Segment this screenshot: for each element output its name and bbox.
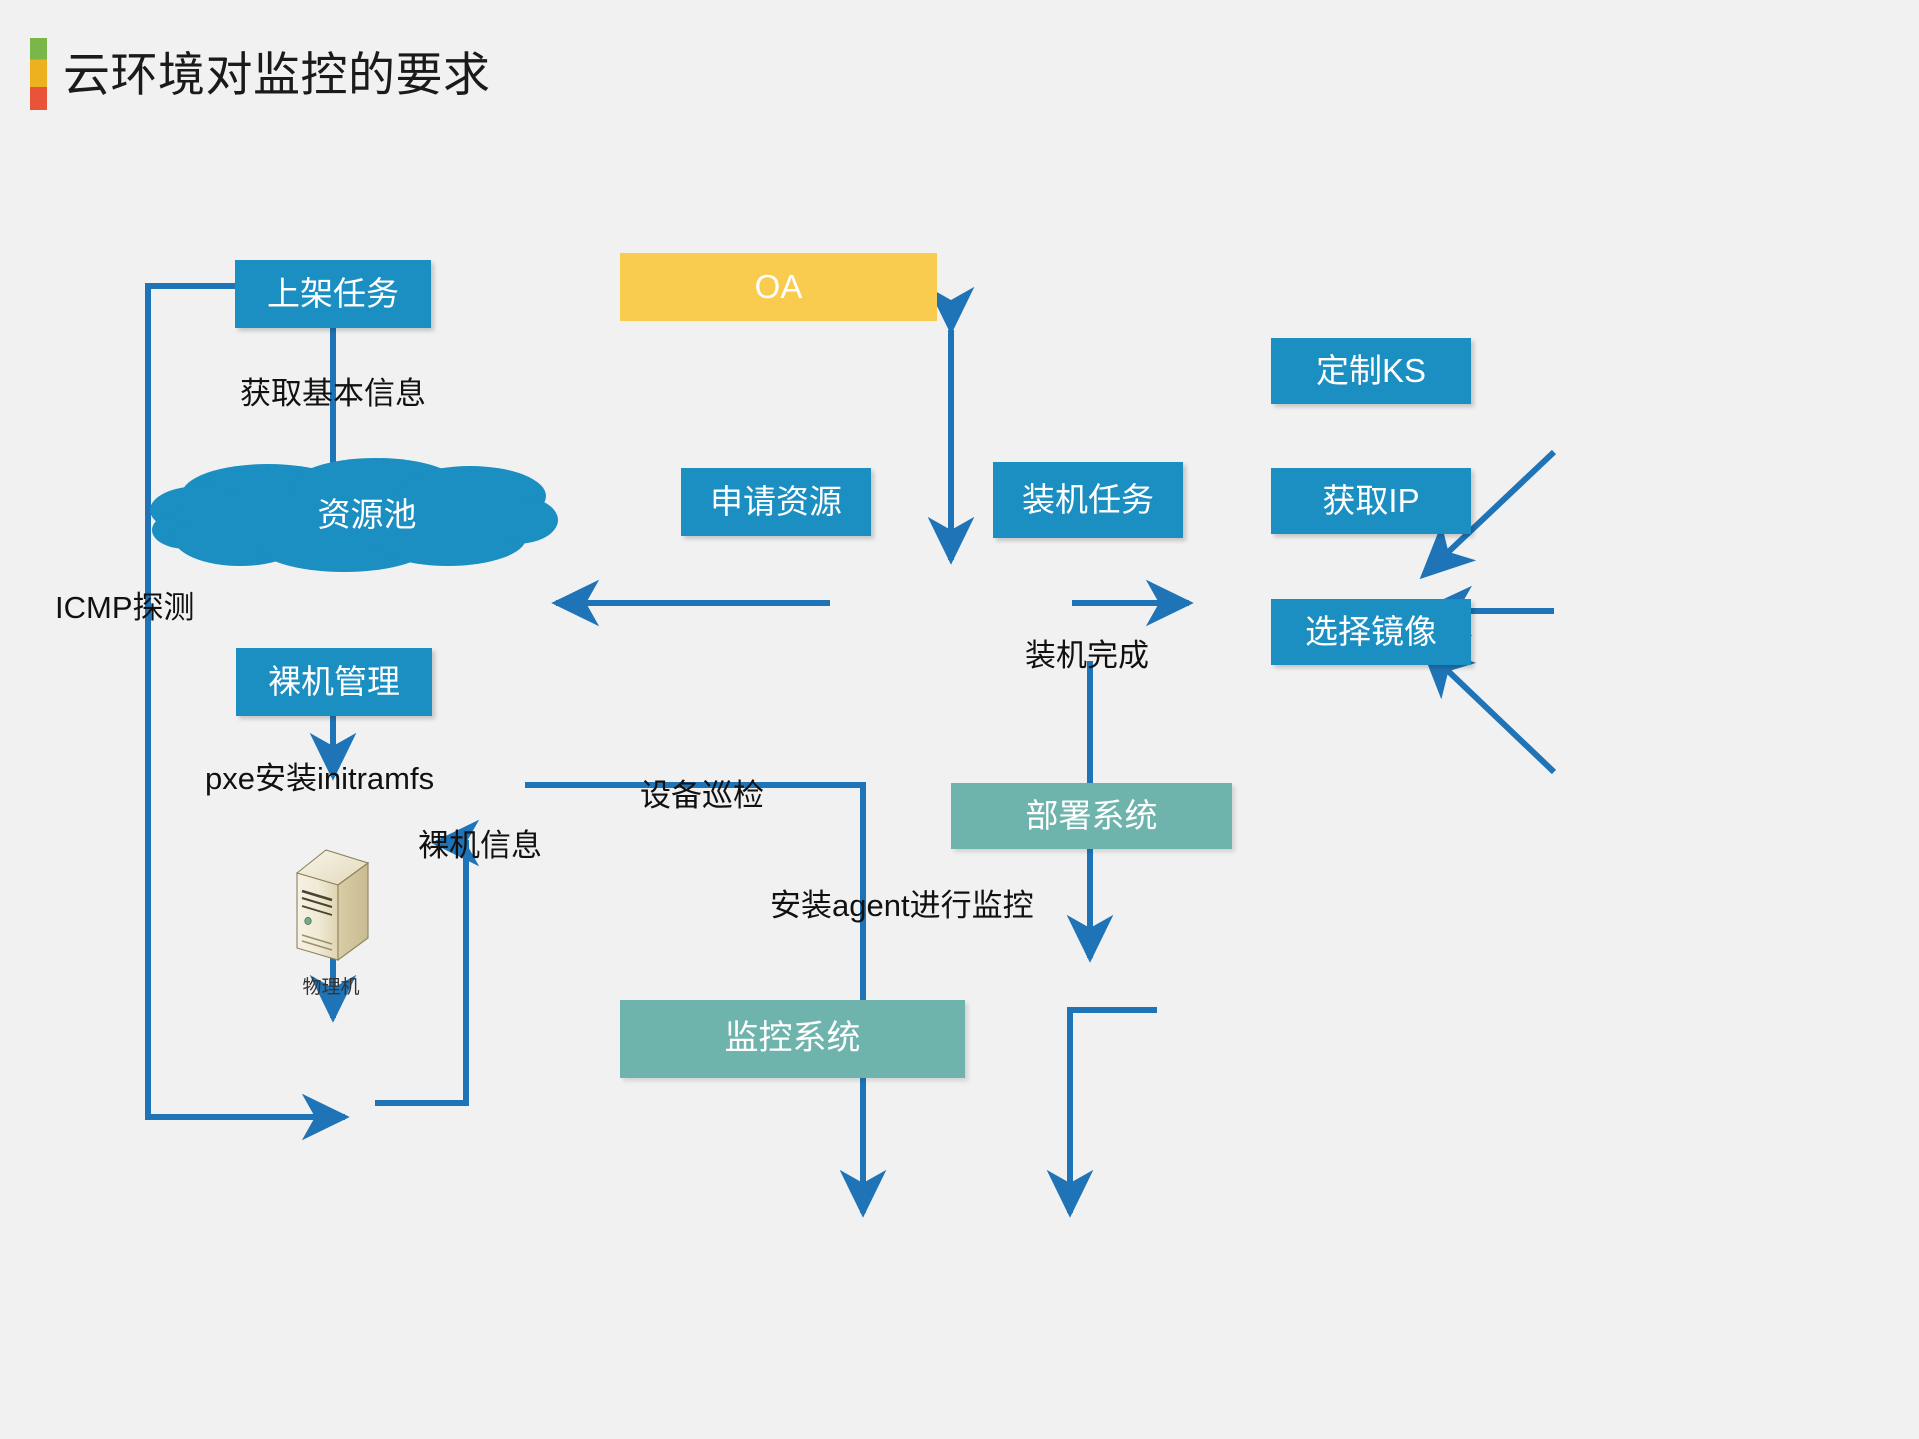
node-apply-resource-label: 申请资源: [710, 482, 842, 520]
title-accent-bar: [30, 38, 47, 110]
edge-label-bare-metal-info: 裸机信息: [418, 828, 542, 863]
node-oa-label: OA: [754, 267, 803, 305]
edge-label-install-agent-monitor: 安装agent进行监控: [770, 888, 1034, 923]
node-oa[interactable]: OA: [620, 253, 937, 321]
node-install-task[interactable]: 装机任务: [993, 462, 1183, 538]
node-monitor-system-label: 监控系统: [724, 1019, 861, 1058]
node-get-ip[interactable]: 获取IP: [1271, 468, 1471, 534]
edge-label-icmp-probe: ICMP探测: [55, 590, 195, 625]
node-shelf-task-label: 上架任务: [267, 274, 399, 312]
node-select-image[interactable]: 选择镜像: [1271, 599, 1471, 665]
node-apply-resource[interactable]: 申请资源: [681, 468, 871, 536]
physical-machine-icon[interactable]: [288, 845, 374, 967]
page-title-bar: 云环境对监控的要求: [30, 38, 491, 110]
node-custom-ks-label: 定制KS: [1315, 351, 1427, 389]
node-bare-metal-mgmt[interactable]: 裸机管理: [236, 648, 432, 716]
node-shelf-task[interactable]: 上架任务: [235, 260, 431, 328]
node-resource-pool[interactable]: 资源池: [148, 452, 558, 572]
node-get-ip-label: 获取IP: [1322, 481, 1420, 519]
edge-label-device-inspection: 设备巡检: [640, 778, 764, 813]
edge-label-get-basic-info: 获取基本信息: [240, 376, 426, 411]
node-deploy-system-label: 部署系统: [1025, 796, 1158, 834]
physical-machine-caption: 物理机: [302, 977, 360, 998]
edge-label-pxe-install-initramfs: pxe安装initramfs: [205, 761, 435, 796]
node-custom-ks[interactable]: 定制KS: [1271, 338, 1471, 404]
node-deploy-system[interactable]: 部署系统: [951, 783, 1232, 849]
node-resource-pool-label: 资源池: [317, 496, 417, 533]
server-tower-icon: [295, 849, 370, 962]
edge-label-install-done: 装机完成: [1025, 638, 1149, 673]
page-title: 云环境对监控的要求: [63, 47, 491, 101]
node-monitor-system[interactable]: 监控系统: [620, 1000, 965, 1078]
node-select-image-label: 选择镜像: [1305, 612, 1437, 650]
node-install-task-label: 装机任务: [1022, 480, 1154, 518]
node-bare-metal-mgmt-label: 裸机管理: [268, 662, 400, 700]
